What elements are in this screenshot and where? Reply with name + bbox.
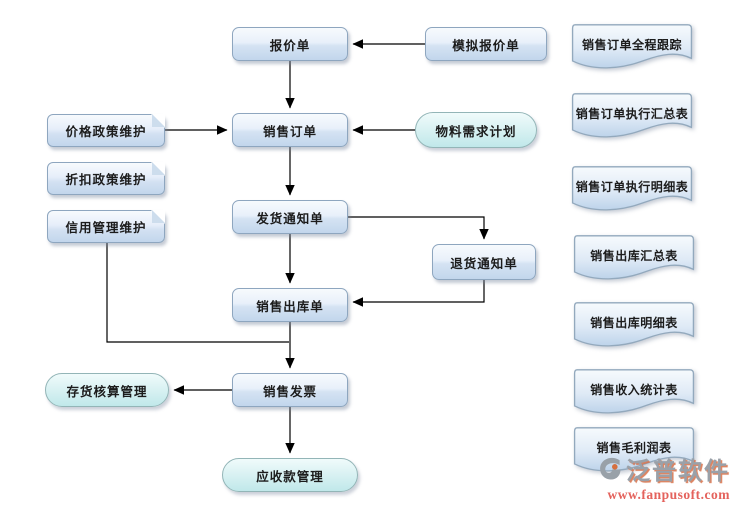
connector-shipping-notice-to-return-notice (348, 216, 489, 240)
node-sales-order: 销售订单 (232, 113, 348, 147)
report-label: 销售毛利润表 (596, 440, 672, 455)
report-revenue-stats: 销售收入统计表 (572, 368, 696, 416)
node-sales-invoice: 销售发票 (232, 373, 348, 407)
node-return-notice: 退货通知单 (432, 244, 536, 280)
document-shape (571, 24, 693, 69)
report-outbound-detail: 销售出库明细表 (572, 301, 696, 349)
report-label: 销售订单执行汇总表 (575, 106, 689, 121)
document-shape (573, 235, 695, 280)
document-shape (573, 302, 695, 347)
node-inventory-accounting: 存货核算管理 (45, 373, 169, 407)
node-discount-policy: 折扣政策维护 (47, 162, 165, 195)
report-label: 销售订单执行明细表 (575, 179, 689, 194)
report-label: 销售出库明细表 (590, 315, 678, 330)
connector-credit-mgmt-join (106, 243, 289, 343)
node-sales-outbound: 销售出库单 (232, 288, 348, 322)
node-simulated-quote: 模拟报价单 (425, 27, 547, 61)
node-price-policy: 价格政策维护 (47, 114, 165, 147)
report-order-exec-summary: 销售订单执行汇总表 (570, 92, 694, 140)
report-label: 销售收入统计表 (590, 382, 678, 397)
node-quote: 报价单 (232, 27, 348, 61)
node-receivables-management: 应收款管理 (222, 458, 358, 492)
document-shape (573, 369, 695, 414)
document-shape (571, 93, 693, 138)
fanpu-logo-icon (600, 457, 621, 479)
report-outbound-summary: 销售出库汇总表 (572, 234, 696, 282)
node-credit-management: 信用管理维护 (47, 210, 165, 243)
connector-return-notice-to-sales-outbound (352, 280, 485, 307)
brand-url: www.fanpusoft.com (607, 487, 730, 502)
watermark: 泛普软件 www.fanpusoft.com (596, 451, 730, 503)
report-label: 销售出库汇总表 (590, 248, 678, 263)
report-order-exec-detail: 销售订单执行明细表 (570, 165, 694, 213)
node-shipping-notice: 发货通知单 (232, 200, 348, 234)
document-shape (571, 166, 693, 211)
node-material-requirement-plan: 物料需求计划 (415, 112, 537, 148)
report-order-tracking: 销售订单全程跟踪 (570, 23, 694, 71)
report-label: 销售订单全程跟踪 (581, 37, 682, 52)
brand-name: 泛普软件 (626, 458, 730, 485)
